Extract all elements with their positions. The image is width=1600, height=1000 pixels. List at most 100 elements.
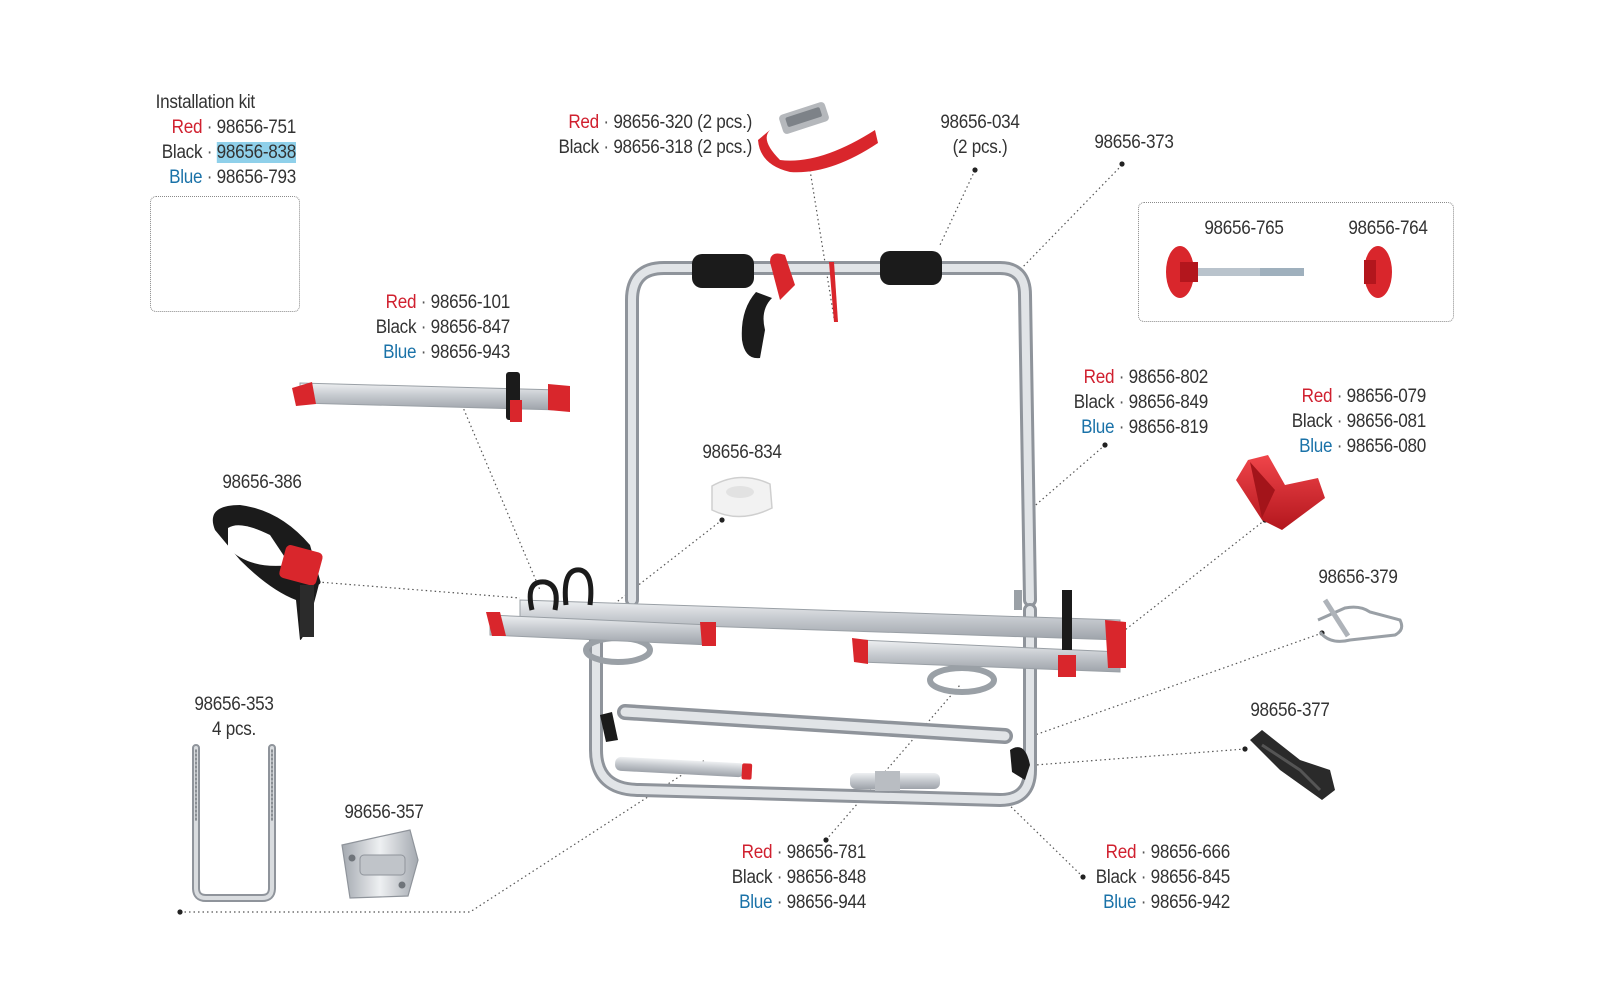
spring-pin-part xyxy=(1317,598,1404,643)
leader-cradle xyxy=(599,519,723,616)
color-red: Red xyxy=(741,842,773,863)
frame-label: 98656-373 xyxy=(1084,130,1185,155)
u-bolt-label: 98656-353 4 pcs. xyxy=(184,692,285,742)
knob-bolt-label: 98656-765 xyxy=(1194,216,1295,241)
wheel-cradle-part xyxy=(711,476,773,518)
frame-bike-holder xyxy=(741,253,838,359)
end-cap-label: Red · 98656-079 Black · 98656-081 Blue ·… xyxy=(1291,386,1427,457)
knob-small xyxy=(1364,246,1392,298)
color-blue: Blue xyxy=(169,167,203,188)
part-number[interactable]: 98656-101 xyxy=(430,292,511,313)
strap-part xyxy=(758,102,878,173)
part-number[interactable]: 98656-373 xyxy=(1094,132,1174,153)
part-number[interactable]: 98656-751 xyxy=(216,117,297,138)
part-number[interactable]: 98656-318 (2 pcs.) xyxy=(613,137,752,158)
leader-strap xyxy=(809,169,835,319)
installation-kit-label: Installation kit Red · 98656-751 Black ·… xyxy=(155,92,297,188)
part-number[interactable]: 98656-081 xyxy=(1346,411,1427,432)
part-number[interactable]: 98656-944 xyxy=(786,892,867,913)
leader-endcap xyxy=(1124,519,1266,631)
part-number[interactable]: 98656-781 xyxy=(786,842,867,863)
color-red: Red xyxy=(171,117,203,138)
main-rails xyxy=(486,567,1126,677)
lower-frame-clip xyxy=(600,712,1030,780)
color-red: Red xyxy=(385,292,417,313)
color-blue: Blue xyxy=(739,892,773,913)
quantity: (2 pcs.) xyxy=(952,137,1008,158)
wheel-strap-label: 98656-386 xyxy=(212,470,313,495)
color-black: Black xyxy=(731,867,773,888)
quantity: 4 pcs. xyxy=(211,719,257,740)
part-number[interactable]: 98656-320 (2 pcs.) xyxy=(613,112,752,133)
part-number-highlighted[interactable]: 98656-838 xyxy=(216,142,296,163)
part-number[interactable]: 98656-819 xyxy=(1128,417,1209,438)
part-number[interactable]: 98656-848 xyxy=(786,867,867,888)
installation-kit-title: Installation kit xyxy=(155,92,256,113)
leader-frame xyxy=(1014,164,1123,276)
part-number[interactable]: 98656-765 xyxy=(1204,218,1284,239)
part-number[interactable]: 98656-034 xyxy=(940,112,1020,133)
color-black: Black xyxy=(1073,392,1115,413)
foam-label: 98656-034 (2 pcs.) xyxy=(926,110,1034,160)
color-red: Red xyxy=(1105,842,1137,863)
leader-upright xyxy=(1029,444,1106,511)
leader-lowertube xyxy=(825,684,961,841)
leader-hinge xyxy=(1034,748,1246,766)
part-number[interactable]: 98656-080 xyxy=(1346,436,1427,457)
color-blue: Blue xyxy=(1299,436,1333,457)
leader-foam xyxy=(939,169,976,246)
upright-label: Red · 98656-802 Black · 98656-849 Blue ·… xyxy=(1073,367,1209,438)
hinge-bracket-part xyxy=(1250,730,1335,800)
leader-wheelstrap xyxy=(317,581,521,599)
bracket-plate-part xyxy=(341,829,419,899)
part-number[interactable]: 98656-666 xyxy=(1150,842,1231,863)
part-number[interactable]: 98656-847 xyxy=(430,317,511,338)
color-red: Red xyxy=(1301,386,1333,407)
color-black: Black xyxy=(558,137,599,158)
u-bolt-part xyxy=(192,744,276,902)
leader-lowerframe xyxy=(1001,797,1084,878)
leader-rail xyxy=(461,404,541,591)
knob-parts-box xyxy=(1138,202,1454,322)
part-number[interactable]: 98656-379 xyxy=(1318,567,1398,588)
part-number[interactable]: 98656-377 xyxy=(1250,700,1330,721)
part-number[interactable]: 98656-386 xyxy=(222,472,302,493)
color-blue: Blue xyxy=(1081,417,1115,438)
color-blue: Blue xyxy=(383,342,417,363)
part-number[interactable]: 98656-849 xyxy=(1128,392,1209,413)
lower-tube-label: Red · 98656-781 Black · 98656-848 Blue ·… xyxy=(731,842,867,913)
knob-with-bolt xyxy=(1166,246,1304,298)
part-number[interactable]: 98656-802 xyxy=(1128,367,1209,388)
part-number[interactable]: 98656-943 xyxy=(430,342,511,363)
rail-label: Red · 98656-101 Black · 98656-847 Blue ·… xyxy=(375,292,511,363)
color-black: Black xyxy=(1095,867,1137,888)
color-black: Black xyxy=(375,317,417,338)
part-number[interactable]: 98656-845 xyxy=(1150,867,1231,888)
part-number[interactable]: 98656-764 xyxy=(1348,218,1428,239)
lower-tube-part xyxy=(615,756,940,791)
end-cap-part xyxy=(1236,455,1325,530)
color-black: Black xyxy=(161,142,203,163)
knob-small-label: 98656-764 xyxy=(1338,216,1439,241)
spring-pin-label: 98656-379 xyxy=(1308,565,1409,590)
color-black: Black xyxy=(1291,411,1333,432)
bracket-plate-label: 98656-357 xyxy=(334,800,435,825)
rail-part xyxy=(292,372,570,422)
part-number[interactable]: 98656-079 xyxy=(1346,386,1427,407)
installation-kit-box xyxy=(150,196,300,312)
part-number[interactable]: 98656-353 xyxy=(194,694,274,715)
leader-lines xyxy=(180,164,1323,913)
color-red: Red xyxy=(568,112,599,133)
part-number[interactable]: 98656-834 xyxy=(702,442,782,463)
frame-foam-pads xyxy=(692,251,942,288)
wheel-strap-part xyxy=(212,505,323,640)
leader-springpin xyxy=(1034,632,1323,736)
lower-frame-label: Red · 98656-666 Black · 98656-845 Blue ·… xyxy=(1095,842,1231,913)
strap-label: Red · 98656-320 (2 pcs.) Black · 98656-3… xyxy=(558,112,752,158)
part-number[interactable]: 98656-942 xyxy=(1150,892,1231,913)
wheel-cradle-label: 98656-834 xyxy=(692,440,793,465)
part-number[interactable]: 98656-793 xyxy=(216,167,297,188)
part-number[interactable]: 98656-357 xyxy=(344,802,424,823)
